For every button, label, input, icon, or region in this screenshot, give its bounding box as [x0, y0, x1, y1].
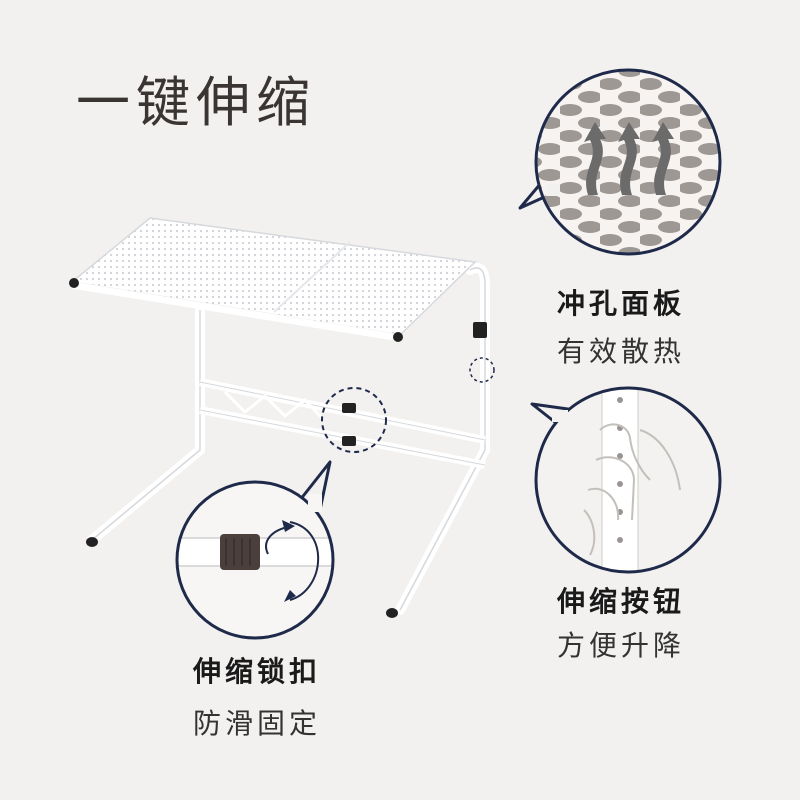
feature-panel-subtitle: 有效散热 [557, 335, 686, 368]
page-title: 一键伸缩 [76, 71, 316, 134]
lock-callout [175, 460, 335, 640]
feature-button-subtitle: 方便升降 [557, 629, 686, 662]
feature-lock-subtitle: 防滑固定 [193, 707, 322, 740]
feature-panel-title: 冲孔面板 [557, 287, 686, 320]
shelf-product [69, 217, 495, 618]
panel-callout [518, 68, 722, 256]
feature-button-title: 伸缩按钮 [557, 585, 686, 618]
heat-arrows-icon [584, 122, 674, 195]
feature-lock-title: 伸缩锁扣 [193, 655, 322, 688]
button-callout [530, 386, 722, 574]
rotate-arrow-icon [265, 520, 320, 602]
hand-icon [583, 423, 681, 556]
